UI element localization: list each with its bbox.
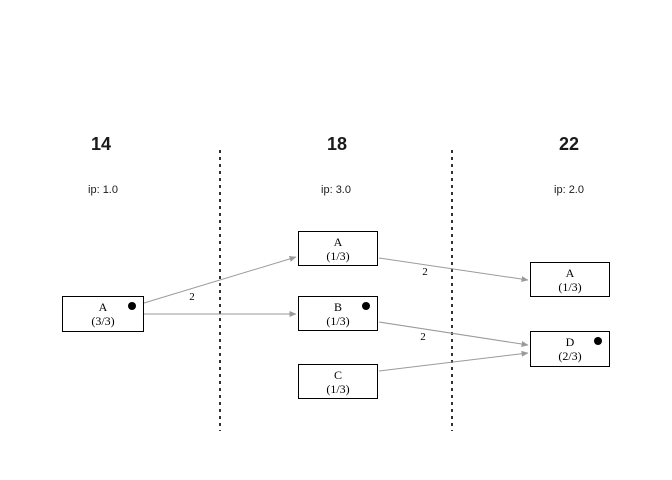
node-box-n-right-a[interactable]: A(1/3) (530, 262, 610, 297)
node-box-n-right-d[interactable]: D(2/3) (530, 331, 610, 367)
node-box-n-mid-b[interactable]: B(1/3) (298, 296, 378, 331)
token-dot-icon (128, 302, 136, 310)
token-dot-icon (594, 337, 602, 345)
column-header-18: 18 (326, 134, 348, 154)
edge-left-a-to-mid-a (143, 256, 297, 304)
node-label: B (333, 299, 342, 314)
node-label: D (565, 335, 575, 349)
column-header-14: 14 (90, 134, 112, 154)
node-marking: (1/3) (326, 381, 350, 396)
edge-mid-b-to-right-d (378, 321, 529, 347)
node-label: A (565, 265, 575, 280)
column-header-22: 22 (558, 134, 580, 154)
node-marking: (1/3) (558, 279, 582, 294)
node-marking: (2/3) (558, 349, 582, 363)
token-dot-icon (362, 302, 370, 310)
edge-mid-b-to-right-d-weight-label: 2 (420, 331, 426, 343)
edge-mid-c-to-right-d (378, 350, 529, 372)
node-label: C (333, 367, 342, 382)
node-marking: (1/3) (326, 313, 350, 328)
node-marking: (1/3) (326, 248, 350, 263)
node-box-n-left-a[interactable]: A(3/3) (62, 296, 144, 332)
column-ip-label-18: ip: 3.0 (321, 184, 351, 196)
node-box-n-mid-a[interactable]: A(1/3) (298, 231, 378, 266)
node-label: A (98, 300, 108, 314)
edge-left-a-to-mid-a-weight-label: 2 (189, 291, 195, 303)
edge-mid-a-to-right-a (378, 257, 529, 283)
node-box-n-mid-c[interactable]: C(1/3) (298, 364, 378, 399)
edge-mid-a-to-right-a-weight-label: 2 (422, 266, 428, 278)
column-ip-label-22: ip: 2.0 (554, 184, 584, 196)
node-marking: (3/3) (91, 314, 115, 328)
column-ip-label-14: ip: 1.0 (88, 184, 118, 196)
node-label: A (333, 234, 343, 249)
